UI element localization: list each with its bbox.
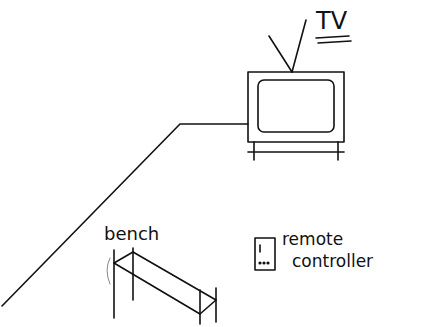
tv-label: TV [316, 6, 347, 37]
bench-label: bench [104, 222, 159, 245]
tv-cable [2, 124, 248, 306]
bench-drawing [107, 248, 216, 324]
tv-drawing [248, 20, 344, 160]
tv-underline [316, 36, 351, 43]
remote-label: remote controller [282, 228, 370, 272]
remote-drawing [255, 238, 275, 270]
